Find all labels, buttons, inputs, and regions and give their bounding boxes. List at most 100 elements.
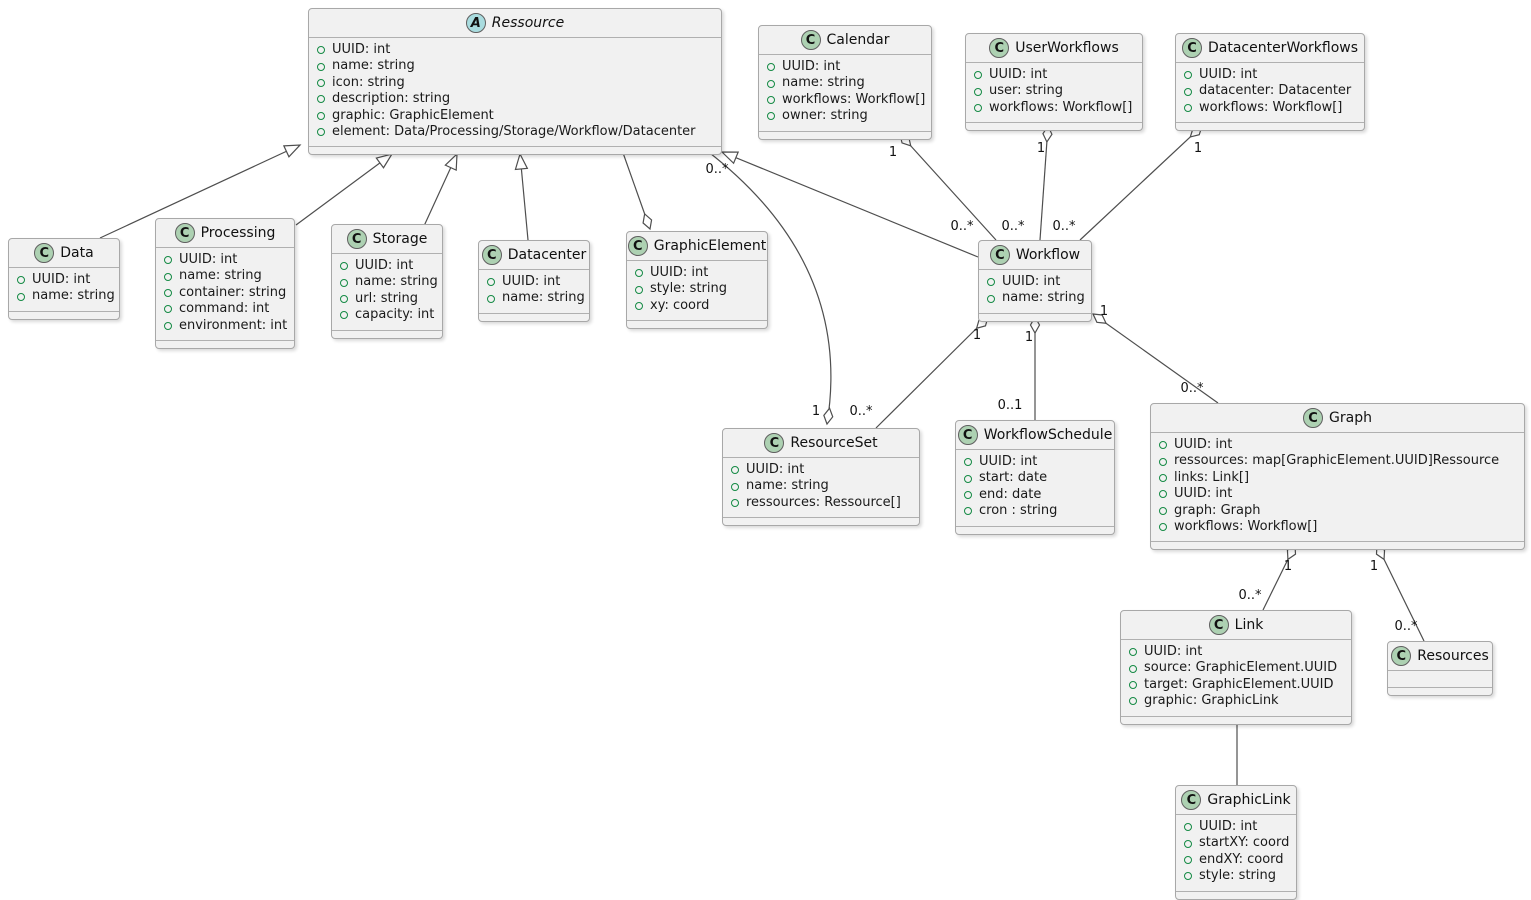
multiplicity-label: 1 bbox=[812, 404, 820, 419]
field-text: xy: coord bbox=[650, 297, 710, 313]
field-visibility-icon bbox=[1159, 441, 1167, 450]
field-visibility-icon bbox=[164, 321, 172, 330]
multiplicity-label: 1 bbox=[1284, 559, 1292, 574]
class-name: GraphicLink bbox=[1207, 792, 1291, 808]
field-text: UUID: int bbox=[650, 265, 709, 280]
class-attribute: UUID: int bbox=[956, 454, 1114, 470]
field-text: UUID: int bbox=[1174, 486, 1233, 502]
field-visibility-icon bbox=[487, 294, 495, 303]
field-text: end: date bbox=[979, 486, 1042, 502]
field-visibility-icon bbox=[317, 95, 325, 104]
class-attribute: style: string bbox=[1176, 868, 1296, 884]
class-icon: C bbox=[957, 425, 978, 445]
field-text: UUID: int bbox=[782, 59, 841, 74]
class-attribute: UUID: int bbox=[332, 258, 442, 274]
class-attribute: workflows: Workflow[] bbox=[1151, 519, 1524, 535]
class-attribute: UUID: int bbox=[966, 67, 1142, 83]
methods-compartment bbox=[332, 329, 442, 338]
field-visibility-icon bbox=[1159, 474, 1167, 483]
class-attribute: name: string bbox=[479, 290, 589, 306]
field-text: UUID: int bbox=[332, 42, 391, 57]
class-attribute: links: Link[] bbox=[1151, 470, 1524, 486]
field-text: description: string bbox=[332, 91, 451, 107]
edge-graph-contains-resources bbox=[1377, 545, 1425, 642]
class-attribute: name: string bbox=[723, 478, 919, 494]
methods-compartment bbox=[479, 312, 589, 321]
field-visibility-icon bbox=[1129, 681, 1137, 690]
field-visibility-icon bbox=[635, 285, 643, 294]
field-text: url: string bbox=[355, 290, 419, 306]
field-visibility-icon bbox=[1184, 87, 1192, 96]
field-text: icon: string bbox=[332, 74, 405, 90]
class-attribute: icon: string bbox=[309, 75, 721, 91]
class-attribute: UUID: int bbox=[9, 272, 119, 288]
field-visibility-icon bbox=[635, 269, 643, 278]
field-text: name: string bbox=[32, 288, 115, 304]
multiplicity-label: 1 bbox=[889, 145, 897, 160]
methods-compartment bbox=[1176, 890, 1296, 899]
field-text: source: GraphicElement.UUID bbox=[1144, 660, 1338, 676]
class-attribute: UUID: int bbox=[723, 462, 919, 478]
class-attribute: url: string bbox=[332, 291, 442, 307]
field-visibility-icon bbox=[1184, 839, 1192, 848]
field-text: name: string bbox=[746, 478, 829, 494]
class-name: Graph bbox=[1329, 410, 1372, 426]
field-visibility-icon bbox=[317, 62, 325, 71]
field-text: UUID: int bbox=[989, 67, 1048, 82]
field-text: UUID: int bbox=[979, 454, 1038, 469]
class-attribute: name: string bbox=[156, 268, 294, 284]
field-text: UUID: int bbox=[355, 258, 414, 273]
field-text: UUID: int bbox=[1002, 274, 1061, 289]
class-attribute: name: string bbox=[9, 288, 119, 304]
class-name: Calendar bbox=[826, 32, 890, 48]
class-name: DatacenterWorkflows bbox=[1207, 40, 1359, 56]
field-visibility-icon bbox=[964, 474, 972, 483]
class-attribute: UUID: int bbox=[979, 274, 1091, 290]
field-visibility-icon bbox=[164, 256, 172, 265]
edge-storage-inherits-ressource bbox=[423, 152, 458, 227]
multiplicity-label: 0..* bbox=[849, 404, 873, 419]
field-visibility-icon bbox=[17, 276, 25, 285]
class-attribute: command: int bbox=[156, 301, 294, 317]
field-visibility-icon bbox=[1159, 506, 1167, 515]
class-attribute: container: string bbox=[156, 285, 294, 301]
field-visibility-icon bbox=[340, 278, 348, 287]
field-visibility-icon bbox=[1129, 648, 1137, 657]
class-attribute: cron : string bbox=[956, 503, 1114, 519]
field-text: links: Link[] bbox=[1174, 469, 1250, 485]
field-visibility-icon bbox=[487, 278, 495, 287]
multiplicity-label: 0..* bbox=[1052, 219, 1076, 234]
edge-datacenter-inherits-ressource bbox=[514, 152, 529, 241]
multiplicity-label: 0..* bbox=[1001, 219, 1025, 234]
class-name: Processing bbox=[200, 225, 276, 241]
field-visibility-icon bbox=[164, 289, 172, 298]
field-visibility-icon bbox=[974, 87, 982, 96]
field-visibility-icon bbox=[987, 294, 995, 303]
class-attribute: environment: int bbox=[156, 318, 294, 334]
class-attribute: graphic: GraphicLink bbox=[1121, 693, 1351, 709]
class-attribute: UUID: int bbox=[1151, 437, 1524, 453]
class-attribute: workflows: Workflow[] bbox=[966, 100, 1142, 116]
multiplicity-label: 1 bbox=[1025, 330, 1033, 345]
field-visibility-icon bbox=[317, 46, 325, 55]
class-attribute: UUID: int bbox=[156, 252, 294, 268]
field-visibility-icon bbox=[1159, 457, 1167, 466]
